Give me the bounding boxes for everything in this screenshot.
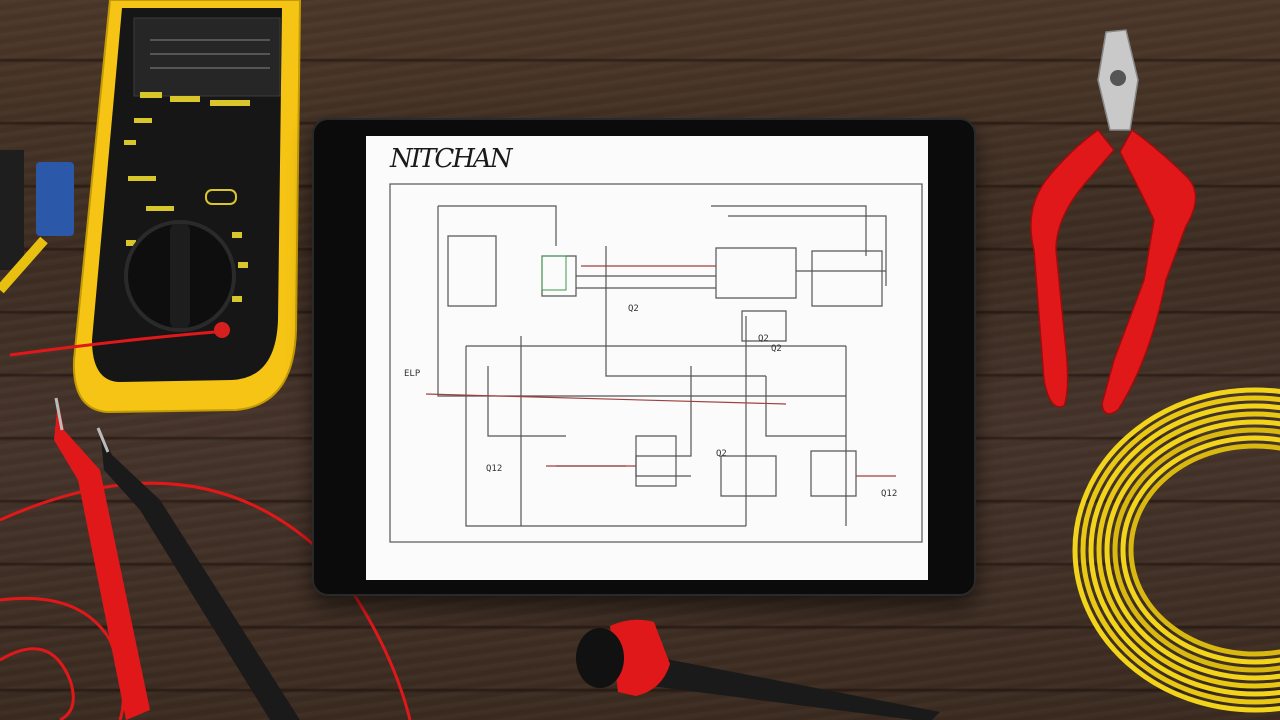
circuit-schematic: Q2 Q2 ELP Q2 Q12 Q2 Q12 — [389, 183, 923, 543]
schematic-label: Q12 — [486, 464, 502, 474]
multimeter — [72, 0, 302, 414]
schematic-label: Q2 — [771, 344, 782, 354]
pliers — [1030, 29, 1197, 415]
yellow-cable-coil — [1072, 387, 1280, 713]
schematic-label: Q2 — [758, 334, 769, 344]
schematic-label: Q12 — [881, 489, 897, 499]
screwdriver — [576, 619, 940, 720]
test-probes — [0, 330, 412, 720]
schematic-label: Q2 — [628, 304, 639, 314]
tablet-screen: NITCHAN — [366, 136, 928, 580]
tablet: NITCHAN — [312, 118, 976, 596]
schematic-title: NITCHAN — [390, 144, 512, 174]
schematic-label: ELP — [404, 369, 421, 379]
schematic-label: Q2 — [716, 449, 727, 459]
connector — [0, 150, 74, 294]
